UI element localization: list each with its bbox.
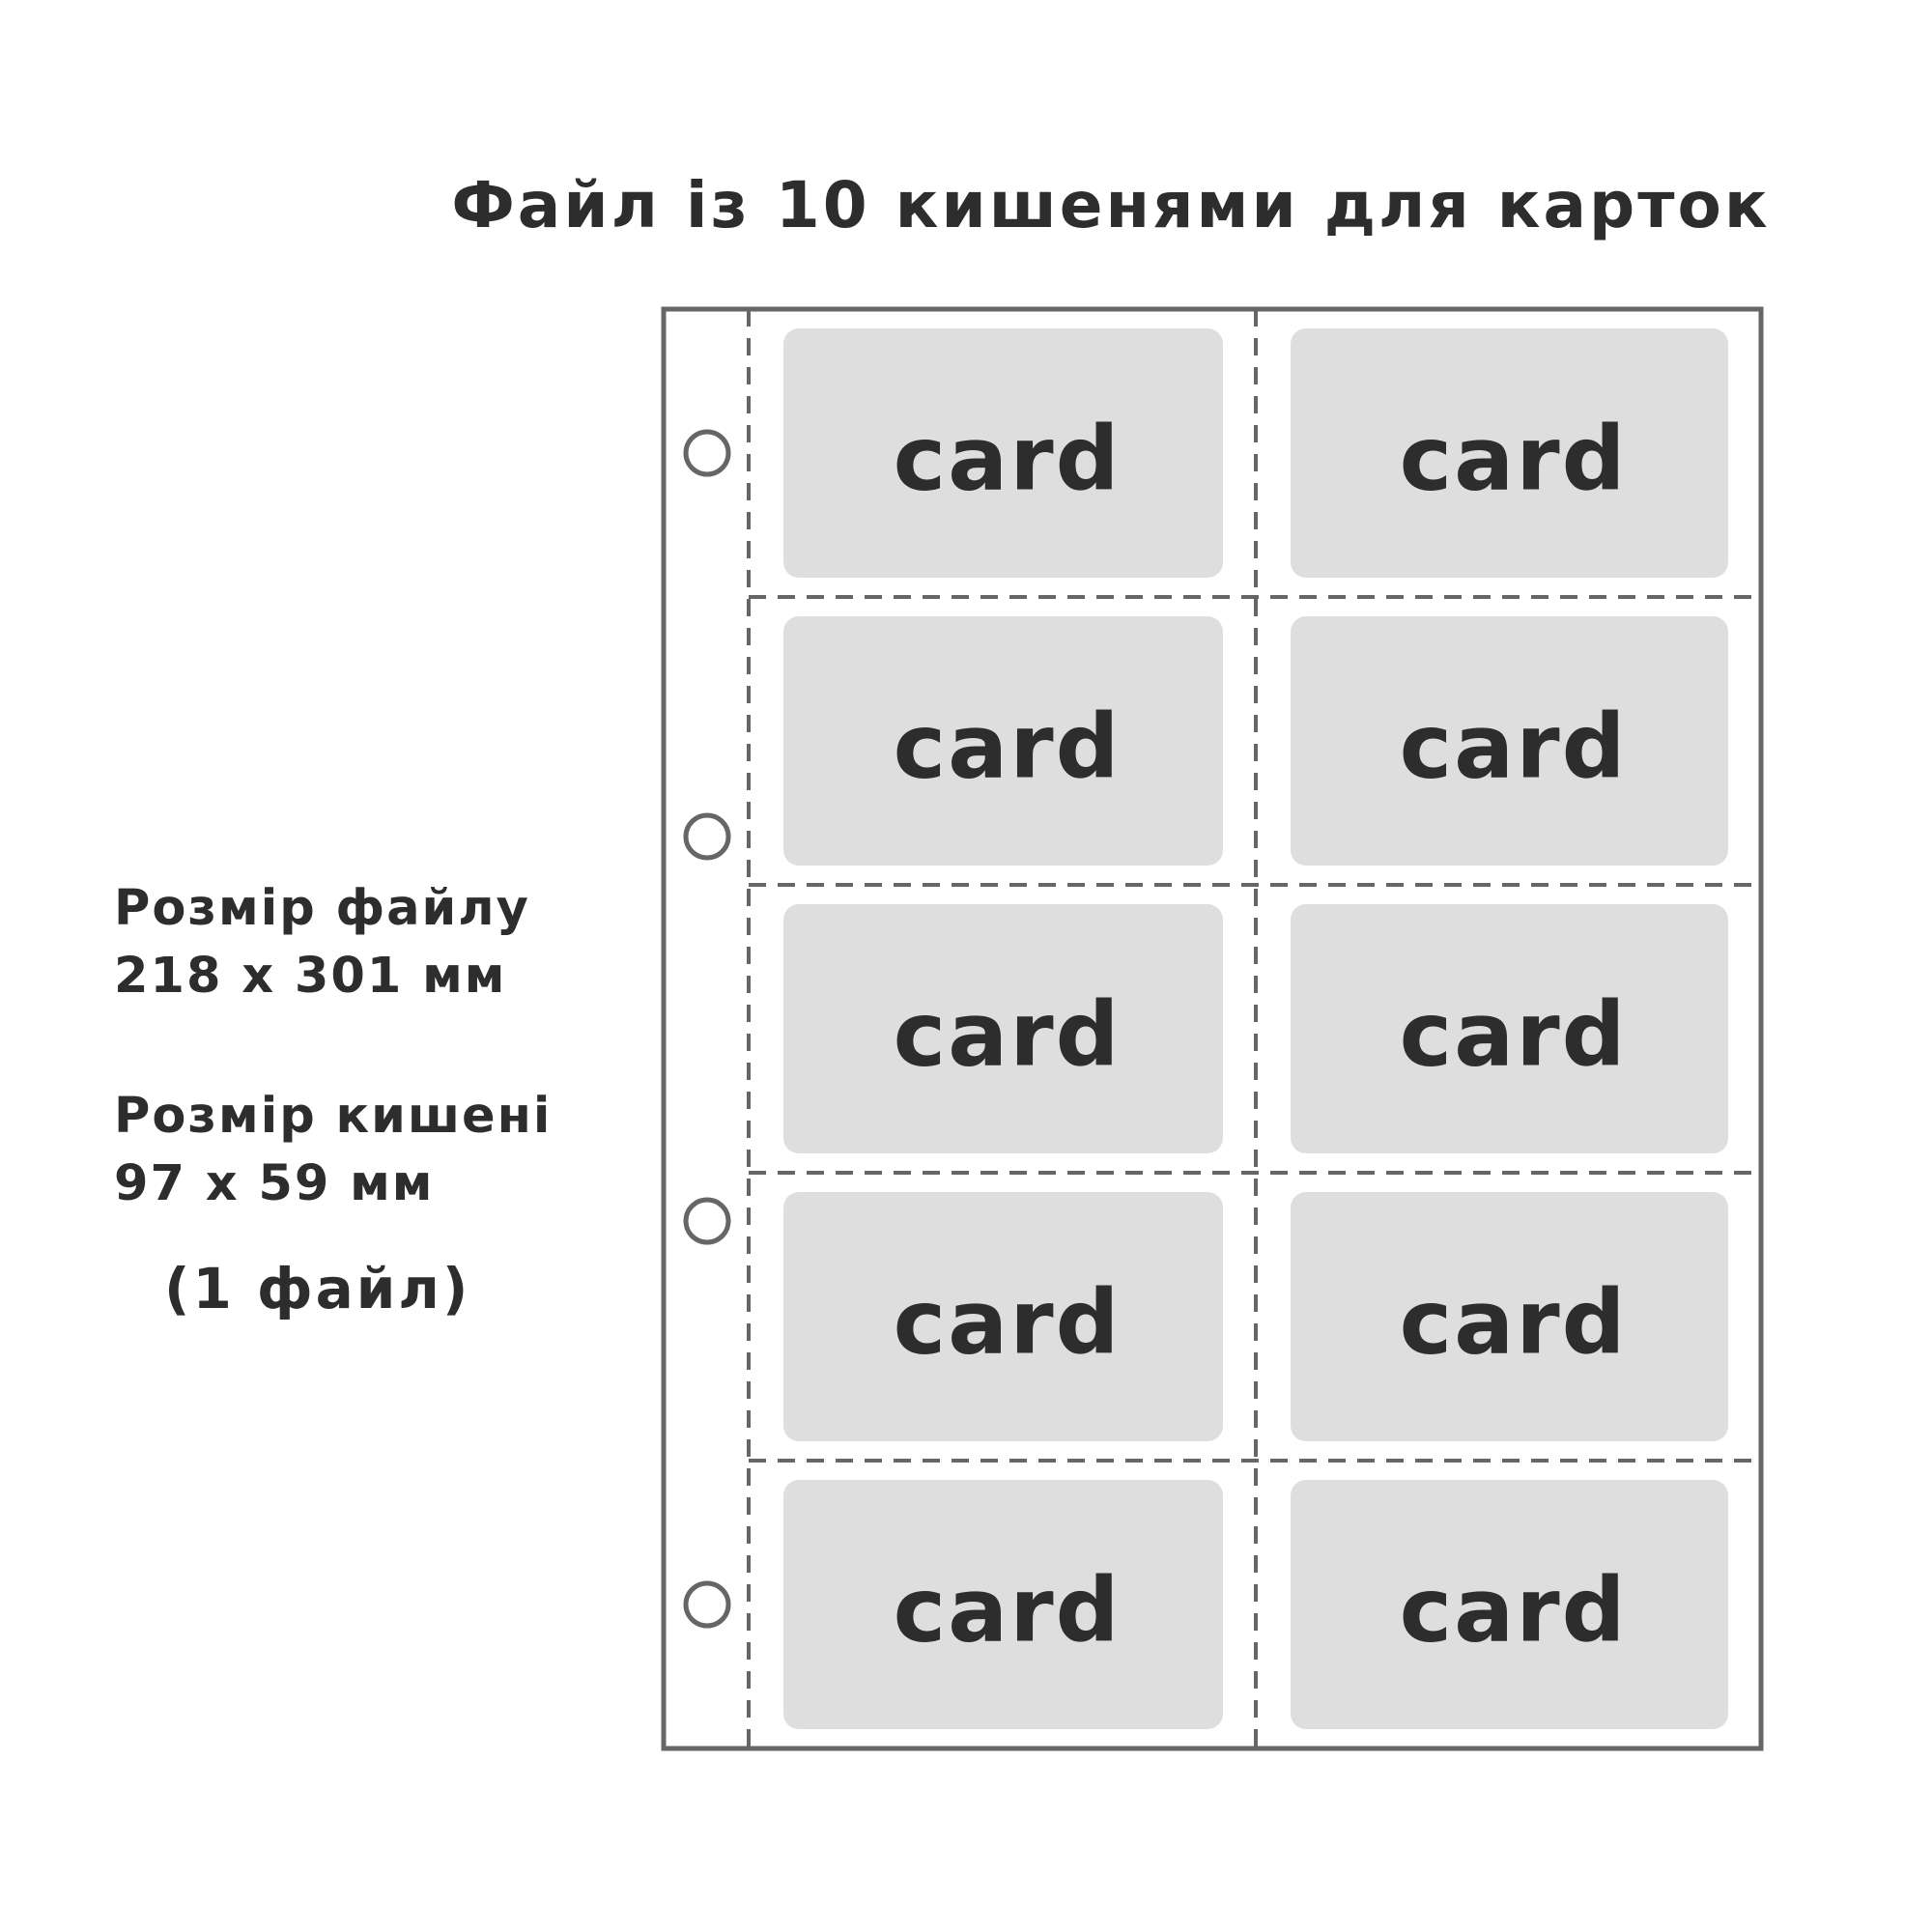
card-label: card [894, 695, 1122, 798]
pocket-1-2: card [1291, 328, 1728, 578]
card-placeholder [1291, 616, 1728, 866]
file-size-label: Розмір файлу [114, 880, 530, 937]
card-placeholder [1291, 1480, 1728, 1729]
binder-hole-2 [683, 812, 731, 861]
card-label: card [894, 982, 1122, 1086]
card-placeholder [1291, 904, 1728, 1153]
card-label: card [894, 1270, 1122, 1374]
pocket-4-1: card [783, 1192, 1223, 1441]
pocket-3-2: card [1291, 904, 1728, 1153]
binder-hole-3 [683, 1197, 731, 1245]
sheet-outline [661, 306, 1764, 1751]
card-label: card [1400, 695, 1628, 798]
card-placeholder [1291, 1192, 1728, 1441]
pocket-2-2: card [1291, 616, 1728, 866]
card-placeholder [783, 904, 1223, 1153]
pocket-5-2: card [1291, 1480, 1728, 1729]
card-label: card [1400, 1558, 1628, 1662]
pocket-size-label: Розмір кишені [114, 1088, 553, 1145]
pocket-1-1: card [783, 328, 1223, 578]
card-placeholder [783, 328, 1223, 578]
card-placeholder [783, 616, 1223, 866]
card-label: card [1400, 982, 1628, 1086]
card-label: card [1400, 1270, 1628, 1374]
quantity-note: (1 файл) [164, 1256, 471, 1321]
file-size-value: 218 x 301 мм [114, 948, 507, 1005]
pocket-2-1: card [783, 616, 1223, 866]
binder-hole-1 [683, 429, 731, 477]
pocket-3-1: card [783, 904, 1223, 1153]
binder-hole-4 [683, 1580, 731, 1629]
card-label: card [1400, 407, 1628, 510]
card-placeholder [783, 1480, 1223, 1729]
pocket-4-2: card [1291, 1192, 1728, 1441]
pocket-size-value: 97 x 59 мм [114, 1155, 435, 1212]
card-label: card [894, 407, 1122, 510]
card-placeholder [783, 1192, 1223, 1441]
card-label: card [894, 1558, 1122, 1662]
page-title: Файл із 10 кишенями для карток [451, 168, 1771, 242]
binder-holes [683, 429, 731, 1629]
pocket-5-1: card [783, 1480, 1223, 1729]
card-placeholder [1291, 328, 1728, 578]
pocket-seams [747, 309, 1761, 1748]
card-pockets: card card card card card card card card card card [783, 328, 1728, 1729]
